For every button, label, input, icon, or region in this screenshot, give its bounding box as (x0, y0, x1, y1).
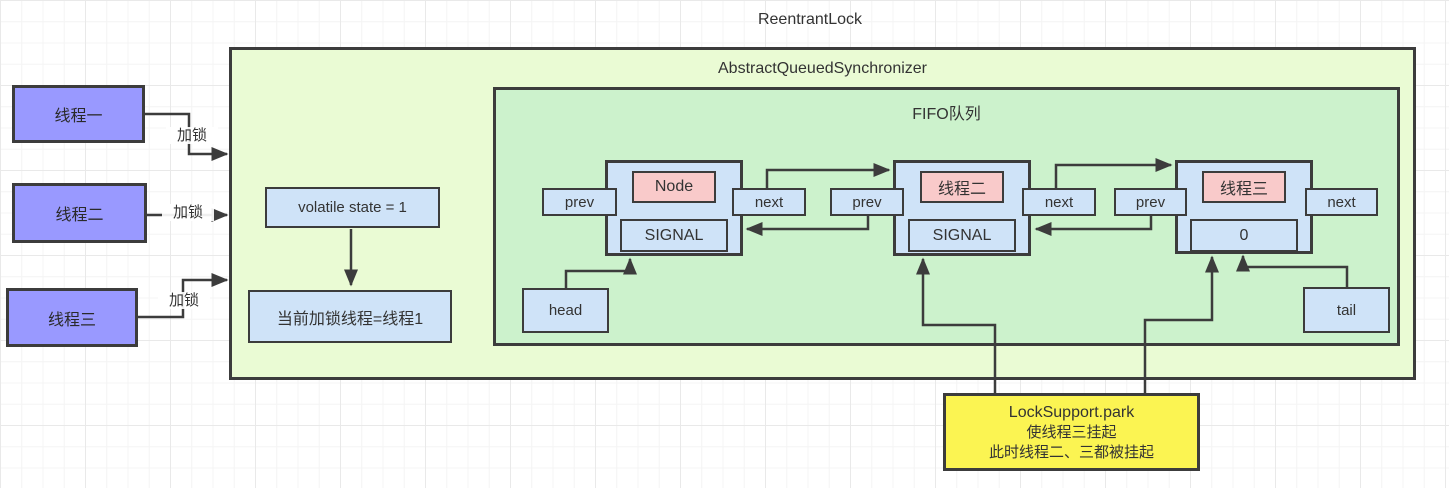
thread-3-box: 线程三 (6, 288, 138, 347)
queue-node-3-title: 线程三 (1202, 171, 1286, 203)
tail-pointer-box: tail (1303, 287, 1390, 333)
queue-node-2: 线程二 SIGNAL (893, 160, 1031, 256)
queue-node-3-prev: prev (1114, 188, 1187, 216)
lock-support-note: LockSupport.park 使线程三挂起 此时线程二、三都被挂起 (943, 393, 1200, 471)
lock-label-thread3: 加锁 (158, 292, 210, 309)
note-line-3: 此时线程二、三都被挂起 (988, 443, 1154, 461)
queue-node-2-next: next (1022, 188, 1096, 216)
diagram-title: ReentrantLock (757, 11, 863, 28)
volatile-state-box: volatile state = 1 (265, 187, 440, 228)
fifo-label: FIFO队列 (912, 106, 981, 123)
queue-node-1-title: Node (632, 171, 716, 203)
aqs-label: AbstractQueuedSynchronizer (718, 60, 927, 77)
queue-node-3-waitstatus: 0 (1190, 219, 1298, 252)
current-owner-box: 当前加锁线程=线程1 (248, 290, 452, 343)
queue-node-1-next: next (732, 188, 806, 216)
queue-node-3: 线程三 0 (1175, 160, 1313, 254)
note-line-2: 使线程三挂起 (1026, 423, 1117, 441)
lock-label-thread1: 加锁 (166, 127, 218, 144)
queue-node-1-waitstatus: SIGNAL (620, 219, 728, 252)
queue-node-2-title: 线程二 (920, 171, 1004, 203)
note-line-1: LockSupport.park (1008, 403, 1135, 421)
lock-label-thread2: 加锁 (162, 204, 214, 221)
queue-node-2-prev: prev (830, 188, 904, 216)
queue-node-2-waitstatus: SIGNAL (908, 219, 1016, 252)
thread-2-box: 线程二 (12, 183, 147, 243)
queue-node-1-prev: prev (542, 188, 617, 216)
head-pointer-box: head (522, 288, 609, 333)
queue-node-3-next: next (1305, 188, 1378, 216)
thread-1-box: 线程一 (12, 85, 145, 143)
queue-node-1: Node SIGNAL (605, 160, 743, 256)
